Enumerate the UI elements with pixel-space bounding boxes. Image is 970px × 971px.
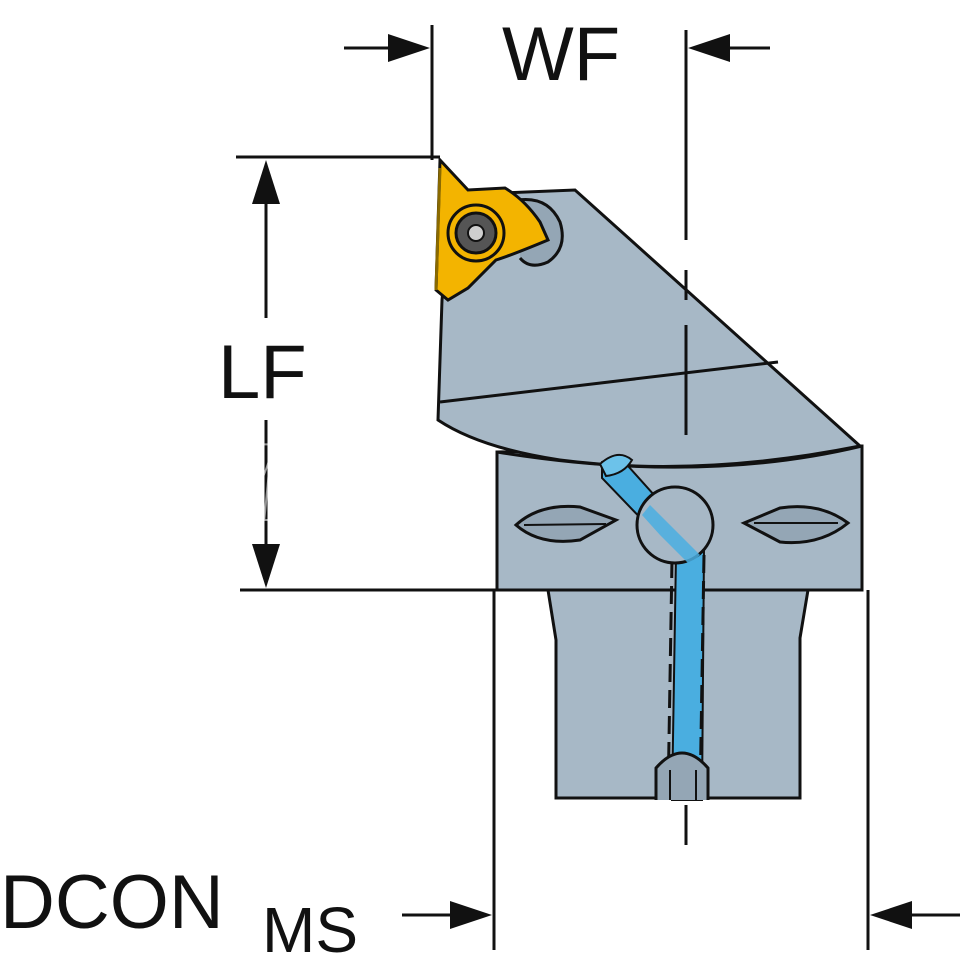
wf-label: WF xyxy=(502,12,620,97)
channel-edge-right xyxy=(698,554,706,801)
coolant-junction-flow xyxy=(642,505,700,565)
lf-arrow-up-icon xyxy=(252,160,280,204)
dcon-label: DCON xyxy=(0,860,224,945)
channel-edge-left xyxy=(666,559,674,801)
torx-socket-icon xyxy=(467,224,485,242)
lf-label: LF xyxy=(218,330,307,415)
coolant-junction xyxy=(635,485,715,565)
wf-arrow-right-icon xyxy=(688,34,730,62)
lf-arrow-down-icon xyxy=(252,544,280,588)
coolant-outlet xyxy=(654,751,710,800)
dcon-subscript-label: MS xyxy=(262,894,358,966)
dcon-arrow-right-icon xyxy=(870,901,912,929)
coolant-outlet-inner xyxy=(669,770,697,800)
dcon-label-main: DCON xyxy=(0,860,224,945)
slot-right xyxy=(740,505,851,545)
coolant-inlet xyxy=(598,453,634,478)
wf-arrow-left-icon xyxy=(388,34,430,62)
watermark: MSC xyxy=(224,420,496,544)
tool-holder-body xyxy=(436,188,864,801)
threading-insert xyxy=(434,156,550,302)
dimension-lines xyxy=(236,25,960,950)
head-seam xyxy=(496,444,863,469)
arrowheads xyxy=(252,34,912,929)
slot-left-line xyxy=(523,523,607,526)
facet-line xyxy=(439,360,779,404)
dcon-arrow-left-icon xyxy=(450,901,492,929)
insert-edge xyxy=(434,167,442,291)
